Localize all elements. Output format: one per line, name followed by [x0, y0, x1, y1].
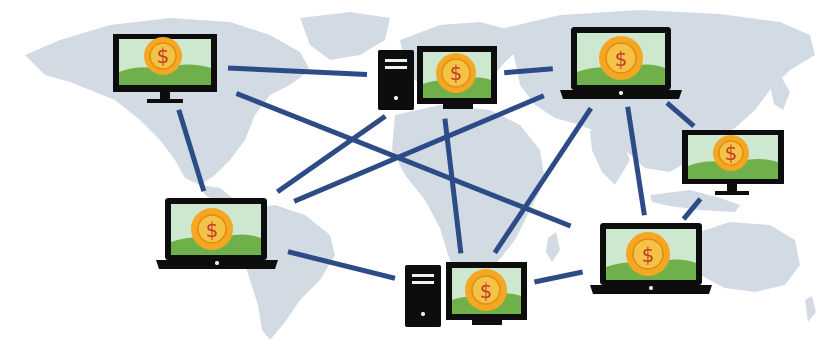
- link-monitor-northwest-to-laptop-southwest: [176, 109, 207, 192]
- dollar-coin-icon: $: [191, 208, 233, 250]
- map-africa: [392, 105, 545, 285]
- dollar-coin-icon: $: [599, 36, 643, 80]
- tower-power-light: [421, 312, 425, 316]
- link-monitor-northwest-to-laptop-southeast: [235, 91, 572, 229]
- dollar-sign: $: [206, 218, 219, 242]
- tower-case: [378, 50, 414, 110]
- laptop-north: $: [560, 27, 682, 99]
- monitor-base: [472, 320, 502, 325]
- link-desktop-north-to-laptop-southwest: [275, 114, 387, 194]
- tower-slot: [412, 274, 434, 277]
- link-laptop-north-to-monitor-east: [665, 101, 696, 128]
- dollar-coin-icon: $: [713, 135, 749, 171]
- map-indonesia: [650, 190, 740, 212]
- link-laptop-southwest-to-desktop-south: [287, 249, 396, 281]
- dollar-sign: $: [615, 47, 628, 71]
- monitor-east: $: [682, 130, 784, 195]
- tower-slot: [385, 59, 407, 62]
- desktop-north: $: [378, 46, 497, 110]
- map-greenland: [300, 12, 390, 60]
- link-monitor-northwest-to-desktop-north: [227, 65, 368, 77]
- link-laptop-north-to-laptop-southeast: [625, 106, 647, 216]
- link-desktop-north-to-laptop-north: [503, 66, 554, 76]
- dollar-coin-icon: $: [436, 53, 476, 93]
- map-japan: [770, 78, 790, 110]
- monitor-base: [715, 191, 749, 195]
- laptop-camera: [215, 261, 219, 265]
- laptop-camera: [619, 91, 623, 95]
- map-new-zealand: [805, 296, 816, 322]
- link-desktop-north-to-desktop-south: [442, 118, 464, 254]
- dollar-sign: $: [725, 141, 738, 165]
- network-nodes: $ $: [113, 27, 784, 327]
- desktop-south: $: [405, 262, 527, 327]
- monitor-neck: [727, 184, 737, 192]
- dollar-sign: $: [450, 61, 463, 85]
- tower-power-light: [394, 96, 398, 100]
- map-india: [590, 130, 630, 185]
- link-monitor-east-to-laptop-southeast: [681, 197, 703, 221]
- tower-slot: [385, 66, 407, 69]
- dollar-coin-icon: $: [626, 232, 670, 276]
- tower-slot: [412, 281, 434, 284]
- link-laptop-north-to-laptop-southwest: [293, 93, 545, 204]
- dollar-sign: $: [642, 243, 655, 267]
- monitor-northwest: $: [113, 34, 217, 103]
- laptop-camera: [649, 286, 653, 290]
- monitor-base: [443, 104, 473, 109]
- dollar-sign: $: [480, 279, 493, 303]
- monitor-neck: [160, 92, 170, 100]
- map-australia: [688, 222, 800, 292]
- monitor-base: [147, 99, 183, 103]
- dollar-coin-icon: $: [144, 37, 182, 75]
- link-desktop-south-to-laptop-southeast: [533, 269, 584, 285]
- laptop-southeast: $: [590, 223, 712, 294]
- dollar-coin-icon: $: [465, 269, 507, 311]
- map-madagascar: [546, 232, 560, 262]
- network-links: [176, 65, 703, 285]
- link-laptop-north-to-desktop-south: [492, 106, 593, 255]
- laptop-southwest: $: [156, 198, 278, 269]
- dollar-sign: $: [157, 44, 170, 68]
- tower-case: [405, 265, 441, 327]
